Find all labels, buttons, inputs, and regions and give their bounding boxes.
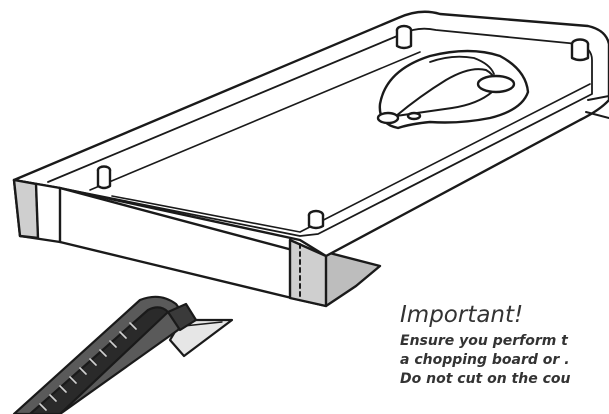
tray-illustration [12,10,609,308]
tray-front-edge [58,186,328,258]
knife-grip-ridges [39,322,137,411]
notice-heading: Important! [400,302,524,328]
notice-line-2: a chopping board or . [400,352,570,368]
notice-line-3: Do not cut on the cou [400,371,571,387]
right-end-panel [288,238,328,308]
notice-line-1: Ensure you perform t [400,333,568,349]
tray-floor-edge [89,51,591,233]
left-end-shade [12,178,40,240]
tray-front-lower [58,240,302,302]
utility-knife-icon [12,295,234,414]
important-notice: Important! Ensure you perform t a choppi… [400,302,609,389]
